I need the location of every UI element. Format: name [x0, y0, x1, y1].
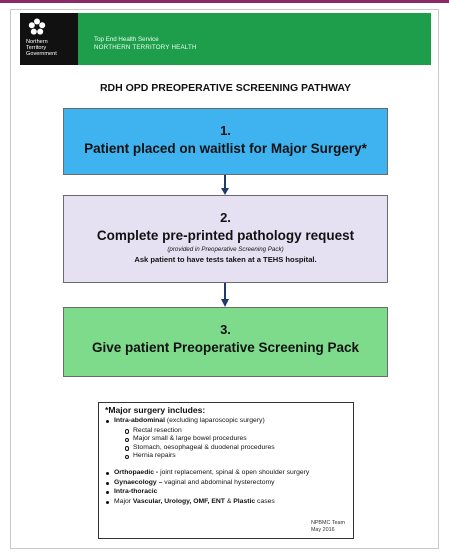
major-suffix: cases: [255, 497, 275, 505]
step-1-text: Patient placed on waitlist for Major Sur…: [84, 141, 367, 156]
list-item: Intra-thoracic: [105, 488, 347, 496]
step-2-note: (provided in Preoperative Screening Pack…: [167, 246, 284, 253]
header-banner: Northern Territory Government Top End He…: [20, 13, 431, 65]
major-specialties: Vascular, Urology, OMF, ENT: [132, 497, 225, 505]
surgery-list: Intra-abdominal (excluding laparoscopic …: [105, 417, 347, 506]
org-line-2: NORTHERN TERRITORY HEALTH: [94, 43, 197, 51]
nt-government-logo: Northern Territory Government: [20, 13, 78, 65]
down-arrow-icon: [221, 283, 229, 307]
document-page: Northern Territory Government Top End He…: [10, 9, 439, 549]
organisation-name: Top End Health Service NORTHERN TERRITOR…: [94, 36, 197, 51]
list-item: Intra-abdominal (excluding laparoscopic …: [105, 417, 347, 468]
list-item: Orthopaedic - joint replacement, spinal …: [105, 469, 347, 477]
step-2-number: 2.: [220, 210, 231, 225]
list-item: Gynaecology – vaginal and abdominal hyst…: [105, 479, 347, 487]
document-title: RDH OPD PREOPERATIVE SCREENING PATHWAY: [99, 82, 352, 94]
step-3-text: Give patient Preoperative Screening Pack: [91, 340, 360, 355]
gynaecology-detail: vaginal and abdominal hysterectomy: [162, 478, 275, 486]
orthopaedic-label: Orthopaedic -: [114, 469, 159, 477]
sub-list-item: Stomach, oesophageal & duodenal procedur…: [124, 444, 347, 452]
step-1-box: 1. Patient placed on waitlist for Major …: [63, 108, 388, 175]
orthopaedic-detail: joint replacement, spinal & open shoulde…: [158, 469, 310, 477]
top-accent-bar: [0, 0, 449, 3]
sub-list-item: Major small & large bowel procedures: [124, 435, 347, 443]
major-surgery-info-box: *Major surgery includes: Intra-abdominal…: [98, 402, 354, 539]
step-2-text: Complete pre-printed pathology request: [96, 228, 355, 243]
sub-list-item: Hernia repairs: [124, 452, 347, 460]
step-1-number: 1.: [220, 123, 231, 138]
major-prefix: Major: [114, 497, 133, 505]
intra-abdominal-sublist: Rectal resection Major small & large bow…: [114, 427, 347, 461]
org-line-1: Top End Health Service: [94, 36, 159, 43]
info-title: *Major surgery includes:: [105, 405, 206, 415]
step-2-box: 2. Complete pre-printed pathology reques…: [63, 195, 388, 283]
list-item: Major Vascular, Urology, OMF, ENT & Plas…: [105, 498, 347, 506]
gynaecology-label: Gynaecology –: [114, 478, 163, 486]
logo-text: Northern Territory Government: [26, 39, 57, 58]
sub-list-item: Rectal resection: [124, 427, 347, 435]
step-3-number: 3.: [220, 322, 231, 337]
intra-thoracic-label: Intra-thoracic: [114, 488, 158, 496]
step-3-box: 3. Give patient Preoperative Screening P…: [63, 307, 388, 377]
flower-emblem-icon: [28, 18, 46, 35]
intra-abdominal-detail: (excluding laparoscopic surgery): [164, 417, 265, 425]
team-date-note: NPBMC Team May 2016: [310, 520, 345, 533]
step-2-subtext: Ask patient to have tests taken at a TEH…: [134, 255, 317, 264]
major-plastic: Plastic: [233, 497, 256, 505]
major-connector: &: [224, 497, 234, 505]
intra-abdominal-label: Intra-abdominal: [114, 417, 165, 425]
down-arrow-icon: [221, 175, 229, 195]
